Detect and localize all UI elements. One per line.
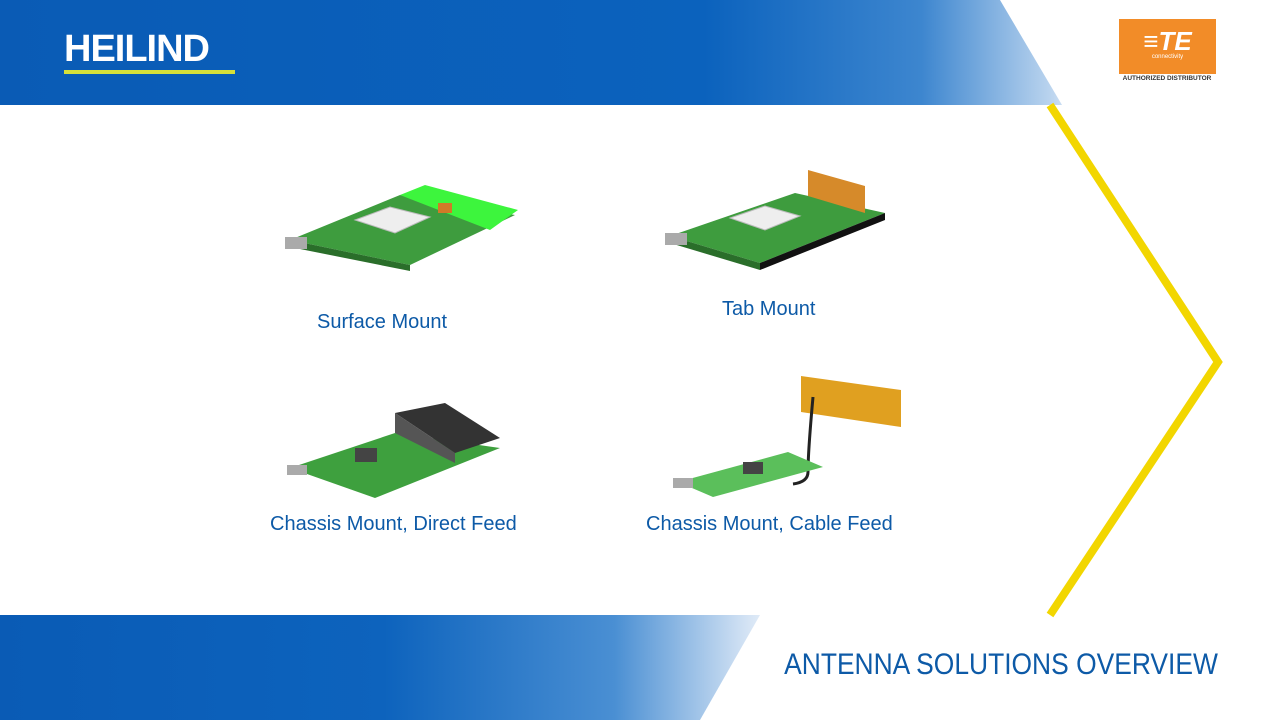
slide-title: ANTENNA SOLUTIONS OVERVIEW xyxy=(784,648,1218,681)
chassis-mount-direct-feed-image xyxy=(287,403,500,498)
surface-mount-label: Surface Mount xyxy=(317,311,448,333)
chassis-mount-cable-feed-label: Chassis Mount, Cable Feed xyxy=(646,513,893,535)
tab-mount-image xyxy=(665,170,885,270)
chassis-mount-direct-feed-label: Chassis Mount, Direct Feed xyxy=(270,513,517,535)
header-band xyxy=(0,0,1062,105)
authorized-distributor-label: AUTHORIZED DISTRIBUTOR xyxy=(1122,75,1212,82)
footer-band xyxy=(0,615,760,720)
heilind-logo: HEILIND xyxy=(64,30,235,74)
surface-mount-image xyxy=(285,185,518,271)
chassis-mount-cable-feed-image xyxy=(673,376,901,497)
tab-mount-label: Tab Mount xyxy=(722,298,816,320)
